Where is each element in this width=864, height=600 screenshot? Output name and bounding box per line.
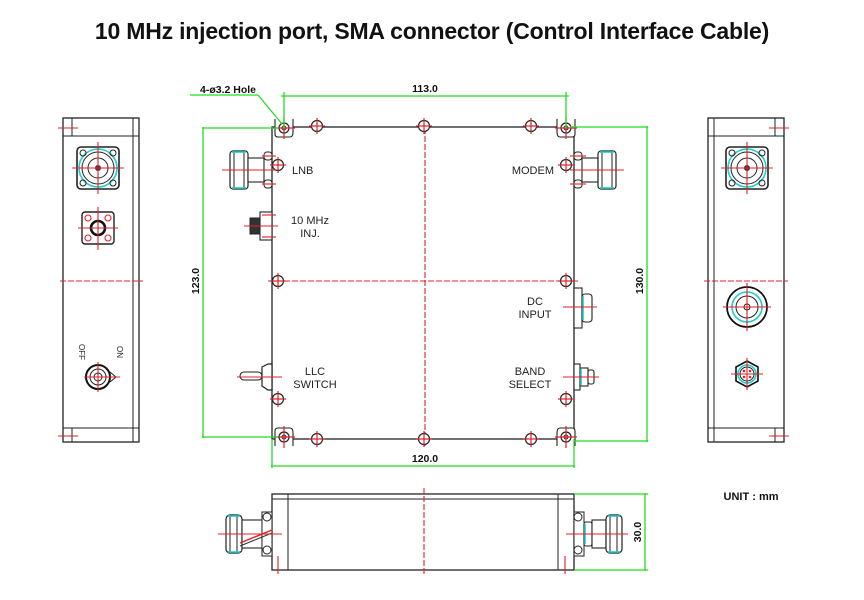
- switch-on-label: ON: [115, 346, 124, 358]
- dimension-height-right: 130.0: [634, 268, 646, 294]
- lnb-label: LNB: [292, 165, 313, 177]
- lnb-connector-side-icon: [218, 511, 282, 557]
- screw-icon: [557, 156, 575, 174]
- dimension-depth: 30.0: [632, 522, 644, 543]
- screw-icon: [308, 430, 326, 448]
- band-select-connector-icon: [563, 363, 599, 391]
- right-side-view: [704, 117, 789, 443]
- llc-label-line2: SWITCH: [293, 379, 336, 391]
- lnb-connector-icon: [222, 150, 276, 190]
- dimension-width-top: 113.0: [412, 83, 438, 95]
- inj-label-line1: 10 MHz: [291, 215, 329, 227]
- dimension-height-left: 123.0: [190, 268, 202, 294]
- band-label-line1: BAND: [515, 366, 546, 378]
- modem-connector-side-icon: [566, 511, 628, 557]
- screw-icon: [557, 390, 575, 408]
- screw-icon: [415, 117, 433, 135]
- screw-icon: [308, 117, 326, 135]
- band-select-hex-connector-icon: [731, 358, 763, 390]
- screw-icon: [522, 430, 540, 448]
- toggle-switch-icon: [237, 363, 282, 391]
- drawing-title: 10 MHz injection port, SMA connector (Co…: [94, 18, 770, 44]
- left-side-view: OFF ON: [58, 117, 143, 443]
- dc-label-line2: INPUT: [519, 309, 552, 321]
- dc-input-round-connector-icon: [723, 283, 771, 331]
- dimension-width-bottom: 120.0: [412, 453, 438, 465]
- sma-flange-icon: [78, 207, 118, 250]
- n-type-connector-icon: [721, 142, 773, 194]
- switch-off-label: OFF: [77, 344, 86, 360]
- modem-label: MODEM: [512, 165, 554, 177]
- n-type-connector-icon: [72, 142, 124, 194]
- dimension-lines: [190, 92, 648, 468]
- bottom-edge-view: 30.0: [218, 488, 648, 576]
- screw-icon: [522, 117, 540, 135]
- modem-connector-icon: [570, 150, 624, 190]
- toggle-switch-front-icon: [84, 362, 120, 392]
- dc-input-connector-icon: [563, 287, 597, 329]
- top-view: LNB 10 MHz INJ. MODEM DC INPUT LLC SWITC…: [190, 83, 648, 468]
- sma-connector-icon: [244, 211, 278, 241]
- dc-label-line1: DC: [527, 296, 543, 308]
- inj-label-line2: INJ.: [300, 228, 320, 240]
- screw-icon: [557, 272, 575, 290]
- band-label-line2: SELECT: [509, 379, 552, 391]
- llc-label-line1: LLC: [305, 366, 325, 378]
- hole-callout: 4-ø3.2 Hole: [200, 84, 256, 96]
- unit-label: UNIT : mm: [724, 491, 779, 503]
- screw-icon: [415, 430, 433, 448]
